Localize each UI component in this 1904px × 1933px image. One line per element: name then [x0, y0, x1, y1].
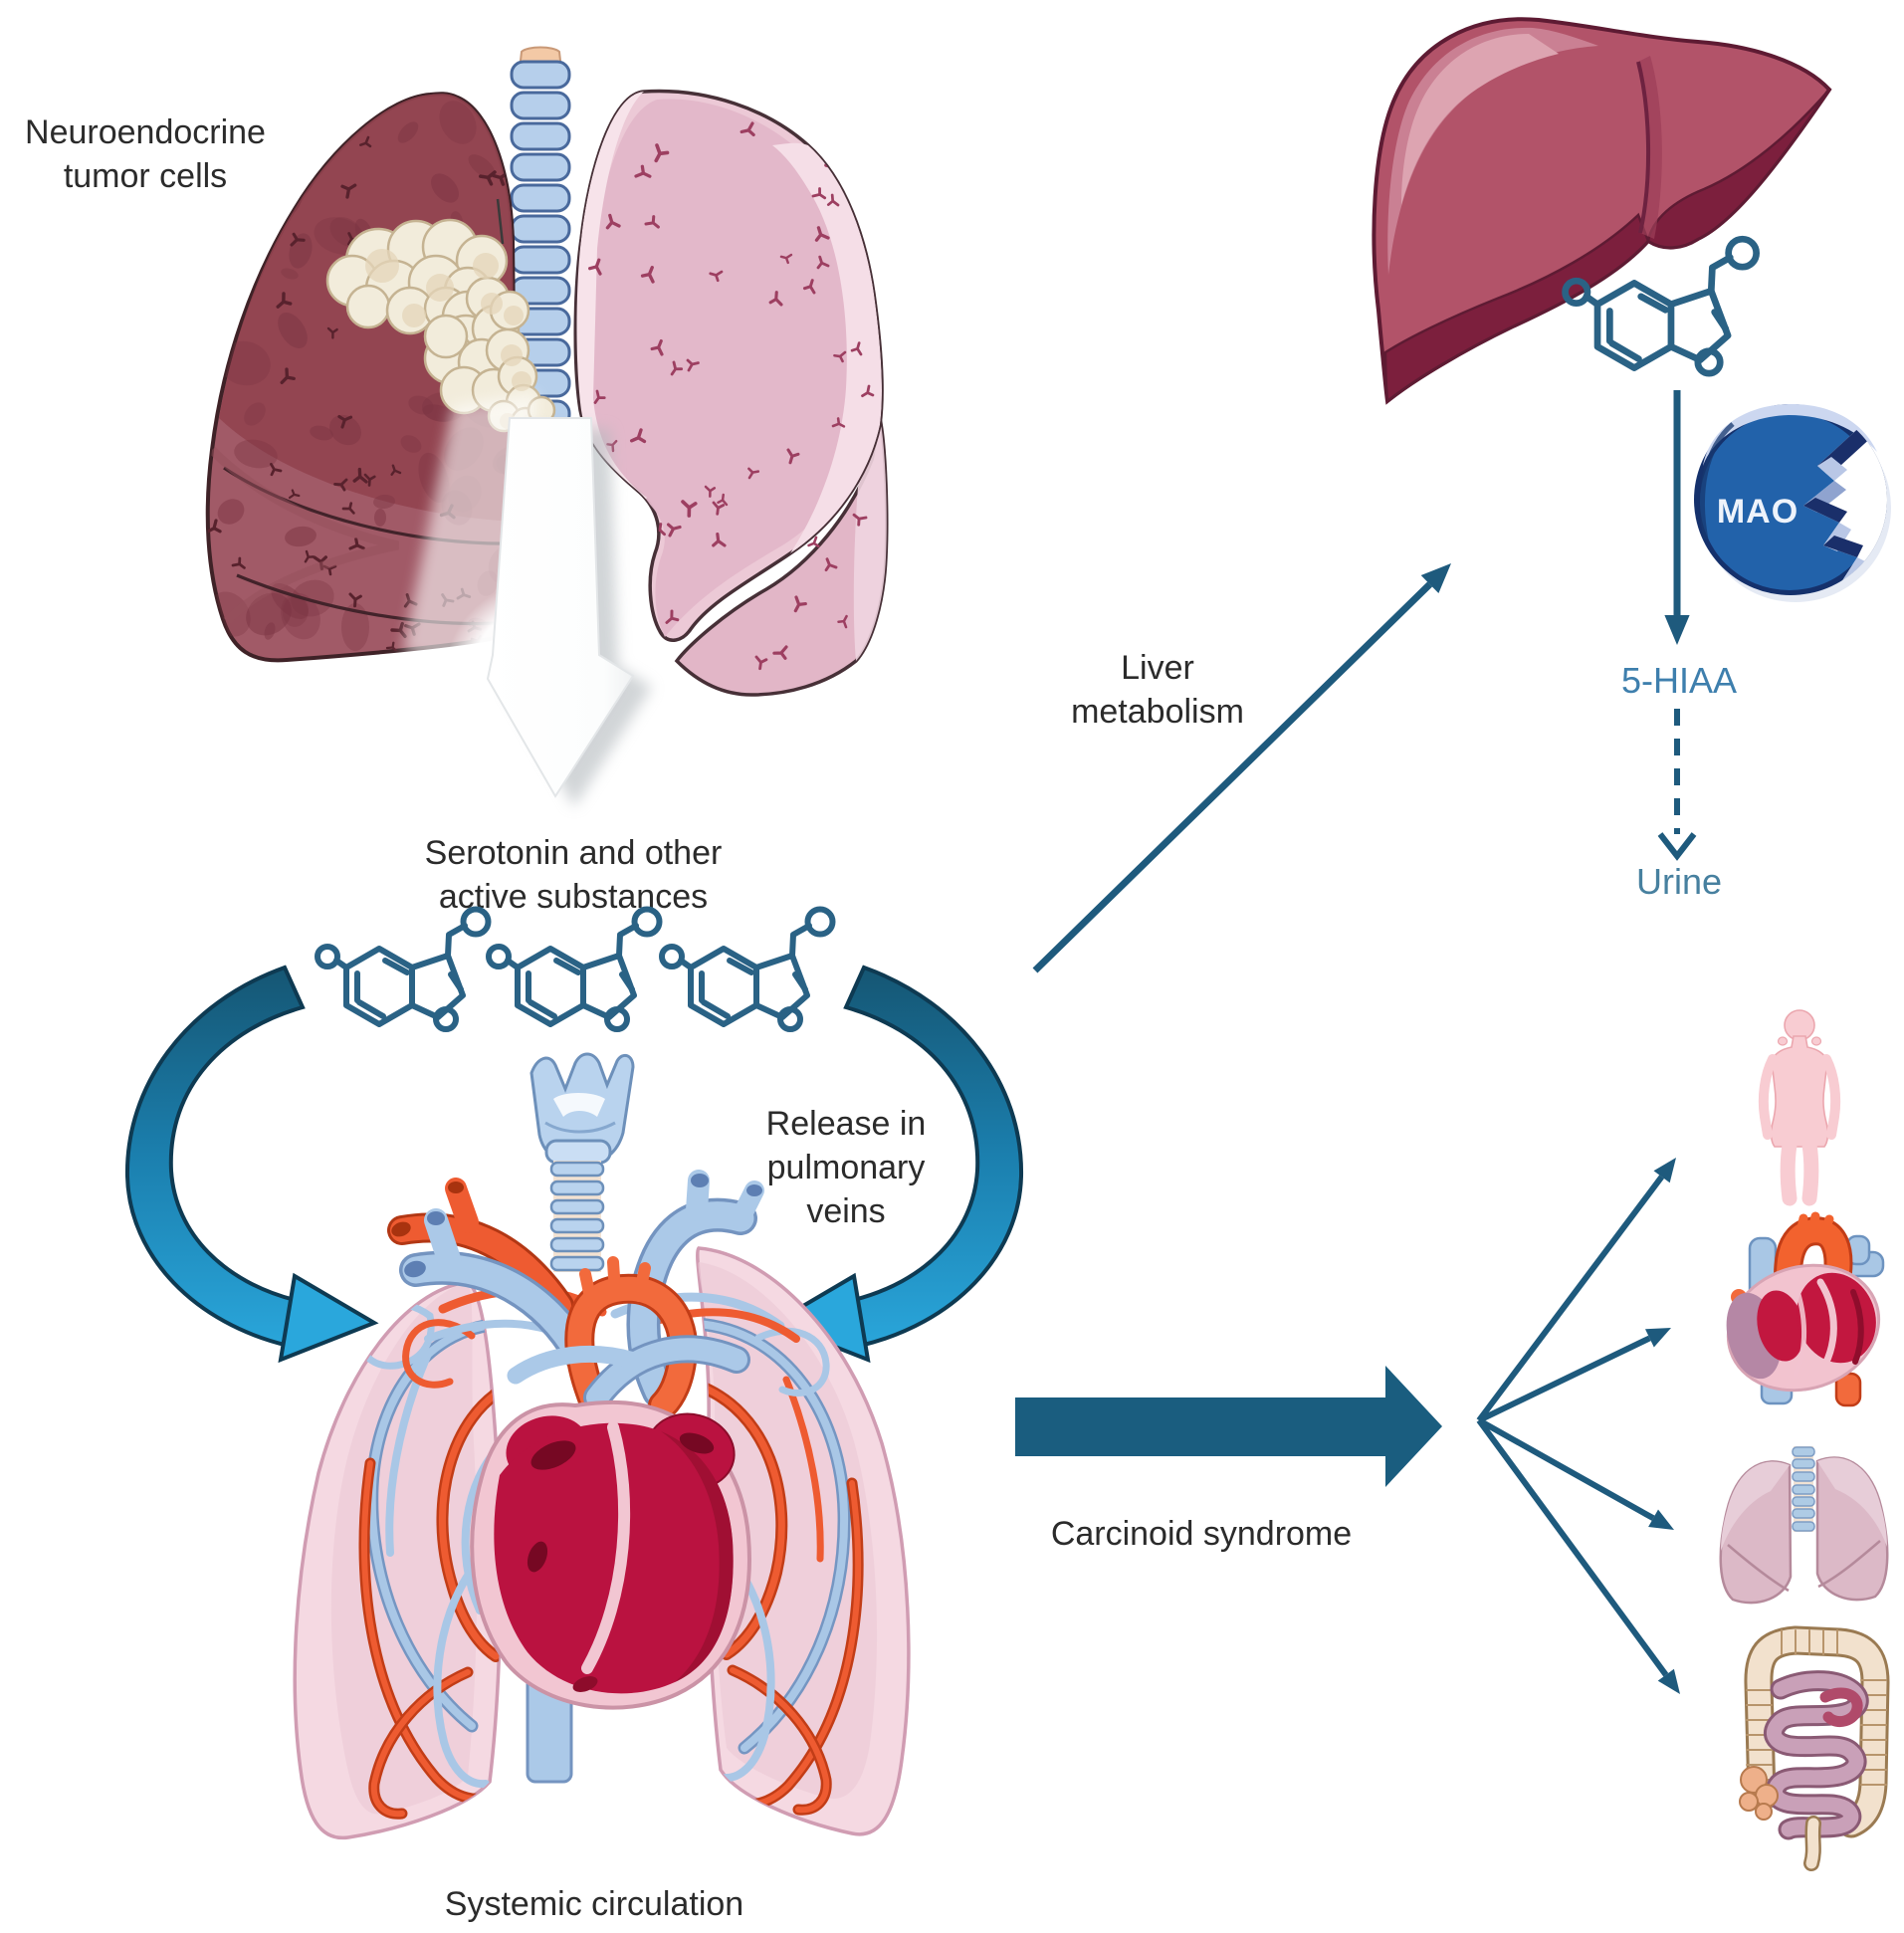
svg-text:veins: veins — [806, 1192, 885, 1230]
svg-text:pulmonary: pulmonary — [767, 1149, 926, 1186]
svg-text:Release in: Release in — [766, 1105, 927, 1143]
svg-text:Liver: Liver — [1121, 649, 1194, 687]
svg-text:Systemic circulation: Systemic circulation — [445, 1885, 743, 1923]
svg-text:MAO: MAO — [1717, 493, 1798, 531]
svg-text:Carcinoid syndrome: Carcinoid syndrome — [1051, 1515, 1352, 1553]
svg-text:5-HIAA: 5-HIAA — [1621, 660, 1737, 701]
svg-text:metabolism: metabolism — [1071, 693, 1244, 731]
svg-text:tumor cells: tumor cells — [64, 157, 227, 195]
svg-text:Neuroendocrine: Neuroendocrine — [25, 113, 266, 151]
svg-text:Serotonin and other: Serotonin and other — [425, 834, 723, 872]
svg-text:Urine: Urine — [1636, 861, 1722, 902]
